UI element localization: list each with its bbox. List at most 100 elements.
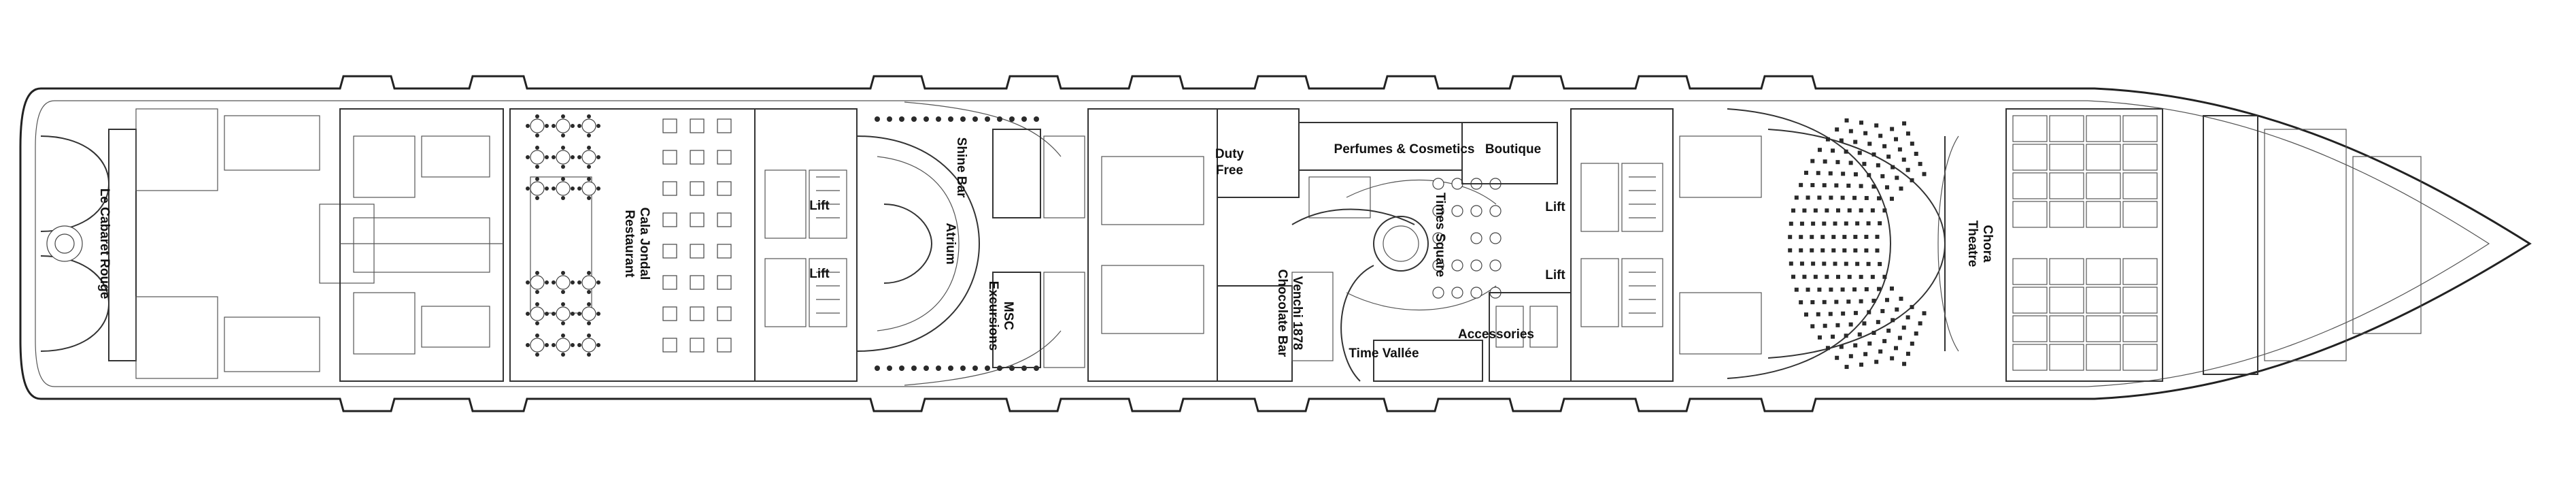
restaurant-seat [535,334,539,338]
theatre-seat [1901,157,1906,162]
theatre-seat [1822,261,1827,266]
restaurant-seat [596,186,600,191]
cafe-table [1451,178,1463,190]
theatre-seat [1866,221,1871,226]
cafe-table [1470,232,1482,244]
theatre-seat [1846,299,1851,304]
cabin [2122,172,2158,199]
restaurant-table [690,306,705,321]
restaurant-seat [571,312,575,316]
restaurant-table [556,150,571,165]
theatre-seat [1864,248,1869,253]
theatre-seat [1794,195,1799,200]
theatre-seat [1833,221,1837,226]
restaurant-seat [561,114,565,118]
theatre-seat [1802,208,1807,213]
theatre-seat [1922,172,1927,176]
theatre-seat [1844,118,1849,123]
theatre-seat [1831,235,1836,240]
theatre-seat [1855,221,1860,226]
theatre-seat [1831,148,1835,153]
galley-area [339,108,504,382]
restaurant-seat [587,321,591,325]
theatre-seat [1841,172,1846,176]
theatre-seat [1884,185,1889,190]
cabin [2122,315,2158,342]
lounge-seat [1021,116,1027,122]
theatre-seat [1799,300,1803,305]
theatre-seat [1875,248,1880,253]
theatre-seat [1813,208,1818,213]
restaurant-seat [526,155,530,159]
lift-block-2 [1570,108,1762,382]
theatre-seat [1834,183,1839,188]
restaurant-seat [596,343,600,347]
theatre-seat [1820,248,1825,253]
restaurant-table [662,338,677,353]
theatre-seat [1878,349,1883,354]
restaurant-seat [587,271,591,275]
restaurant-seat [535,146,539,150]
theatre-seat [1882,144,1887,148]
theatre-seat [1902,121,1907,126]
restaurant-seat [577,124,581,128]
theatre-seat [1799,182,1803,187]
theatre-seat [1902,361,1907,366]
theatre-seat [1848,161,1853,165]
restaurant-seat [561,321,565,325]
label-venchi: Venchi 1878 Chocolate Bar [1275,270,1304,357]
theatre-seat [1859,274,1863,279]
cabin [2086,201,2121,228]
restaurant-seat [545,155,549,159]
restaurant-table [690,181,705,196]
cabin [2012,344,2048,371]
restaurant-table [530,306,545,321]
theatre-seat [1874,359,1879,364]
theatre-seat [1802,274,1807,279]
theatre-seat [1840,287,1845,292]
theatre-seat [1899,296,1903,301]
restaurant-table [717,306,732,321]
restaurant-seat [561,302,565,306]
theatre-seat [1853,310,1858,315]
theatre-seat [1820,235,1825,240]
label-lift-fwd-bottom: Lift [809,267,830,281]
restaurant-table [662,118,677,133]
theatre-seat [1852,287,1857,292]
theatre-seat [1914,151,1918,156]
theatre-seat [1822,299,1827,304]
cabin [2012,258,2048,285]
theatre-seat [1890,356,1895,361]
restaurant-seat [587,165,591,169]
theatre-seat [1895,176,1899,180]
theatre-seat [1894,346,1899,351]
label-boutique: Boutique [1485,142,1541,157]
restaurant-seat [526,280,530,284]
restaurant-seat [561,271,565,275]
cafe-table [1432,232,1444,244]
restaurant-table [717,212,732,227]
label-msc-excursions-line2: Excursions [986,281,1000,351]
theatre-seat [1910,142,1914,146]
theatre-seat [1863,131,1868,135]
restaurant-seat [526,312,530,316]
theatre-seat [1794,287,1799,292]
cabin [2122,115,2158,142]
theatre-seat [1866,261,1871,266]
label-accessories: Accessories [1458,327,1534,342]
theatre-seat [1810,300,1815,305]
cabin [2049,315,2084,342]
theatre-seat [1894,137,1899,142]
cafe-table [1432,287,1444,299]
theatre-seat [1788,248,1793,253]
restaurant-seat [552,186,556,191]
restaurant-table [581,150,596,165]
theatre-seat [1813,274,1818,279]
restaurant-table [556,118,571,133]
theatre-seat [1835,208,1840,213]
restaurant-table [556,275,571,290]
cabin [2049,144,2084,171]
theatre-seat [1886,154,1891,159]
theatre-seat [1857,332,1862,337]
cafe-table [1470,259,1482,272]
